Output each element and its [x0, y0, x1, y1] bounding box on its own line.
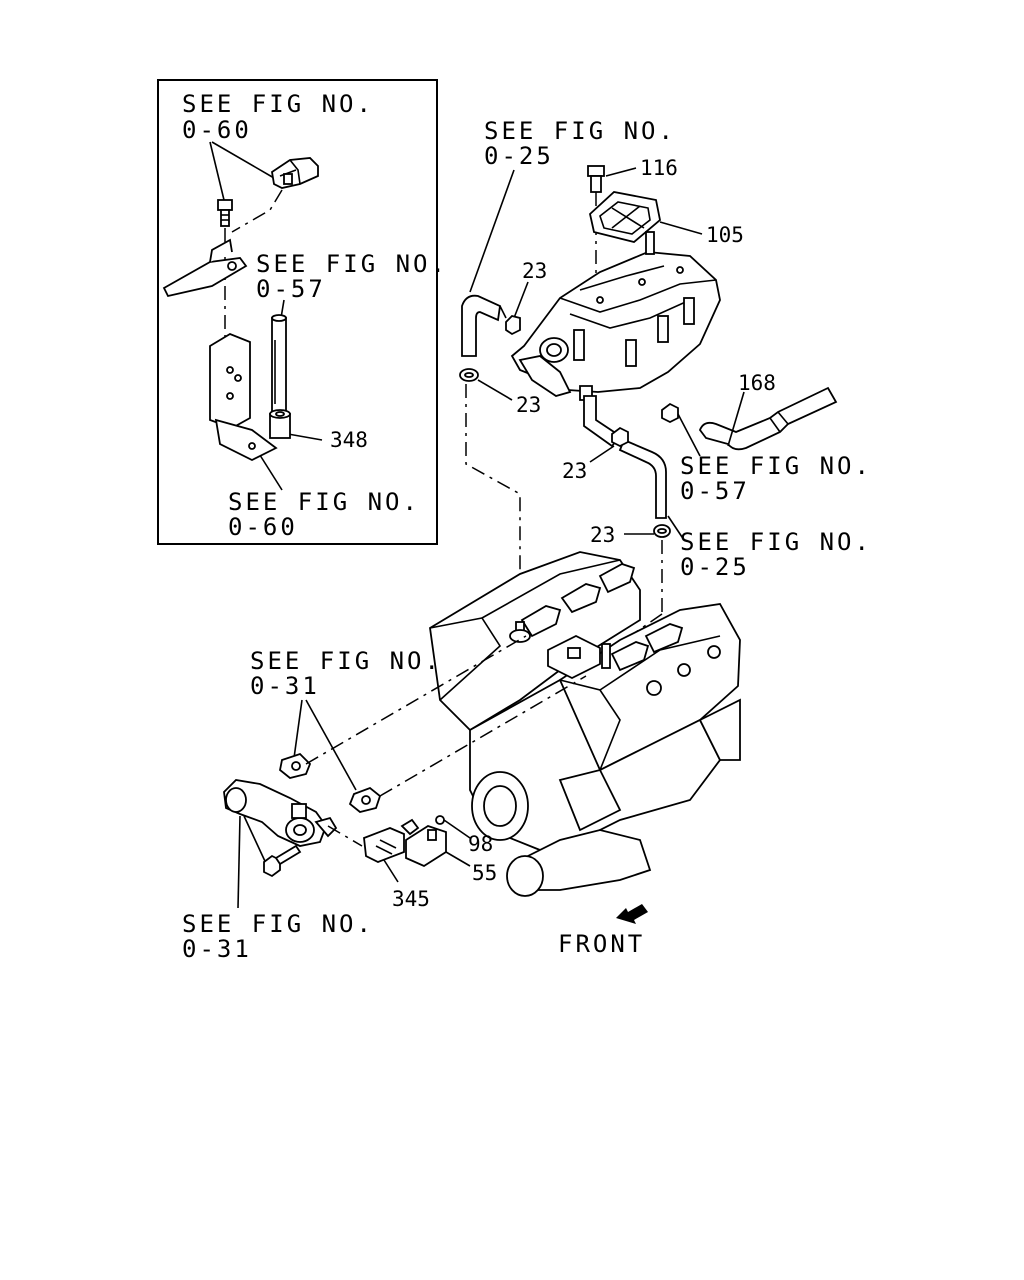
- gasket-icon: [279, 752, 312, 779]
- hose-clamp-icon: [611, 426, 629, 448]
- cover-plate-icon: [589, 191, 661, 243]
- front-label: FRONT: [558, 930, 645, 958]
- left-bottom-ref-line1: SEE FIG NO.: [182, 910, 374, 938]
- bolt-icon: [217, 199, 233, 227]
- part-105-label: 105: [706, 223, 744, 247]
- right-hose-ref-line1: SEE FIG NO.: [680, 452, 872, 480]
- part-345-label: 345: [392, 887, 430, 911]
- hose-clamp-icon: [459, 368, 479, 382]
- inset-top-ref-line1: SEE FIG NO.: [182, 90, 374, 118]
- part-98-label: 98: [468, 832, 493, 856]
- hose-clamp-icon: [653, 524, 671, 538]
- hose-clamp-icon: [505, 315, 521, 336]
- left-bottom-ref-line2: 0-31: [182, 935, 252, 963]
- sensor-rod-icon: [271, 314, 287, 413]
- right-hose-ref-line2: 0-57: [680, 477, 750, 505]
- inset-mid-ref-line2: 0-57: [256, 275, 326, 303]
- engine-block-icon: [429, 551, 741, 897]
- part-168-label: 168: [738, 371, 776, 395]
- screw-98-icon: [435, 815, 445, 825]
- water-outlet-pipe-icon: [223, 779, 338, 847]
- part-23-top-label: 23: [522, 259, 547, 283]
- bolt-icon: [263, 844, 302, 878]
- part-116-label: 116: [640, 156, 678, 180]
- left-gasket-ref-line2: 0-31: [250, 672, 320, 700]
- mounting-bracket-icon: [209, 332, 278, 462]
- hose-clamp-icon: [661, 402, 679, 424]
- part-23-lower-label: 23: [562, 459, 587, 483]
- inset-frame: [157, 79, 438, 545]
- intake-manifold-icon: [510, 231, 721, 401]
- sleeve-icon: [269, 409, 291, 439]
- right-pipe-ref-line2: 0-25: [680, 553, 750, 581]
- part-55-label: 55: [472, 861, 497, 885]
- right-pipe-ref-line1: SEE FIG NO.: [680, 528, 872, 556]
- inset-mid-ref-line1: SEE FIG NO.: [256, 250, 448, 278]
- sensor-55-icon: [400, 818, 447, 868]
- part-23-mid-label: 23: [516, 393, 541, 417]
- inset-bottom-ref-line2: 0-60: [228, 513, 298, 541]
- sensor-bracket-icon: [162, 238, 248, 298]
- top-hose-ref-line1: SEE FIG NO.: [484, 117, 676, 145]
- gasket-icon: [348, 786, 382, 813]
- inset-top-ref-line2: 0-60: [182, 116, 252, 144]
- inset-bottom-ref-line1: SEE FIG NO.: [228, 488, 420, 516]
- top-hose-ref-line2: 0-25: [484, 142, 554, 170]
- bracket-345-icon: [363, 827, 405, 863]
- coolant-hose-icon: [461, 294, 507, 357]
- part-23-bottom-label: 23: [590, 523, 615, 547]
- coolant-hose-168-icon: [698, 386, 838, 451]
- left-gasket-ref-line1: SEE FIG NO.: [250, 647, 442, 675]
- bolt-116-icon: [587, 165, 605, 193]
- part-348-label: 348: [330, 428, 368, 452]
- sensor-connector-icon: [271, 157, 319, 189]
- front-arrow-icon: [616, 904, 648, 924]
